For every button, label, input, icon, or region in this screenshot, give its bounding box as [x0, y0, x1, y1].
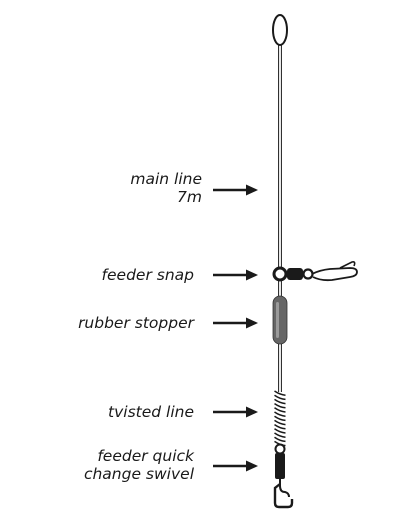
arrow-quick-change-swivel [213, 460, 258, 472]
twist-coil [274, 419, 286, 426]
arrows [213, 184, 258, 472]
label-main-line-length: 7m [177, 188, 202, 206]
twist-coil [274, 423, 286, 430]
label-twisted-line: tvisted line [108, 403, 194, 421]
twisted-line-icon [274, 390, 286, 447]
label-quick-change-swivel-line1: feeder quick [97, 447, 194, 465]
twist-coil [274, 407, 286, 413]
twist-coil [274, 394, 286, 401]
twist-coil [274, 428, 286, 434]
label-feeder-snap: feeder snap [101, 266, 194, 284]
arrow-main-line [213, 184, 258, 196]
arrow-twisted-line [213, 406, 258, 418]
arrow-rubber-stopper [213, 317, 258, 329]
twist-coil [274, 390, 286, 396]
top-loop-icon [272, 14, 288, 46]
twist-coil [274, 436, 286, 443]
label-main-line-title: main line [130, 170, 202, 188]
line-segment-lower [278, 344, 282, 392]
twist-coil [274, 398, 286, 405]
rubber-stopper-icon [272, 295, 288, 345]
twist-coil [274, 411, 286, 417]
quick-change-swivel-icon [273, 443, 294, 509]
twist-coil [274, 432, 286, 438]
arrow-feeder-snap [213, 269, 258, 281]
feeder-snap-icon [272, 261, 358, 282]
twist-coil [274, 415, 286, 422]
label-main-line: main line 7m [130, 170, 202, 206]
main-line-shape [278, 44, 282, 268]
label-quick-change-swivel-line2: change swivel [83, 465, 194, 483]
label-quick-change-swivel: feeder quick change swivel [84, 447, 194, 483]
twist-coil [274, 402, 286, 409]
label-rubber-stopper: rubber stopper [78, 314, 194, 332]
line-segment-upper [278, 281, 282, 296]
